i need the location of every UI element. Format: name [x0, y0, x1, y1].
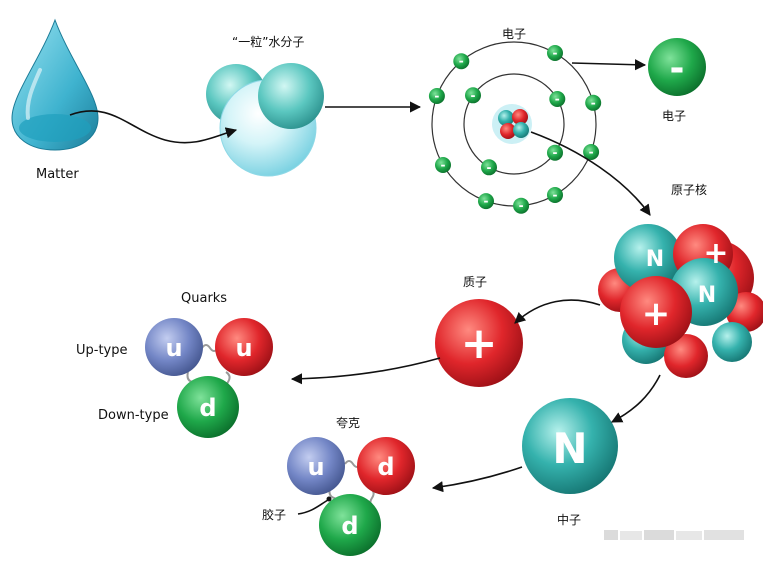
orbit-electron: -	[435, 157, 451, 173]
down-type-label: Down-type	[98, 408, 169, 423]
neutron: N	[522, 398, 618, 494]
inner-orbit	[463, 73, 565, 175]
nucleus-proton-2: +	[642, 294, 671, 334]
neutron-up-quark: u	[307, 453, 324, 481]
orbit-electron: -	[478, 193, 494, 210]
orbit-electron: -	[513, 197, 530, 214]
orbit-electron-sign: -	[591, 96, 596, 110]
proton-label: 质子	[463, 275, 487, 289]
proton-up-quark-2: u	[235, 334, 252, 362]
electron-top-label: 电子	[502, 27, 526, 41]
water-molecule-label: “一粒”水分子	[232, 34, 304, 49]
electron-large-sign: -	[670, 48, 685, 89]
arrow-neutron-to-quarks	[431, 466, 523, 493]
arrow-atom-to-electron	[571, 59, 647, 71]
water-drop	[11, 18, 99, 151]
neutron-quarks: u d d	[287, 437, 415, 556]
arrow-nucleus-to-neutron	[611, 374, 661, 423]
orbit-electron-sign: -	[553, 146, 558, 160]
orbit-electron-sign: -	[459, 54, 464, 68]
quarks-label: Quarks	[181, 291, 227, 306]
atom-nucleus	[492, 104, 532, 144]
orbit-electron: -	[583, 144, 600, 160]
orbit-electron: -	[547, 187, 563, 203]
orbit-electron: -	[549, 91, 566, 107]
nucleus-neutron-1: N	[646, 247, 664, 272]
orbit-electron-sign: -	[519, 199, 524, 213]
neutron-down-quark-2: d	[341, 512, 358, 540]
proton-up-quark-1: u	[165, 334, 182, 362]
neutron-down-quark-1: d	[377, 453, 394, 481]
orbit-electron-sign: -	[487, 160, 492, 174]
orbit-electron-sign: -	[441, 158, 446, 172]
proton-down-quark: d	[199, 394, 216, 422]
atom: - - - - - - - - - - - - -	[428, 41, 602, 214]
orbit-electron-sign: -	[434, 89, 439, 103]
nucleus-proton-1: +	[703, 236, 728, 271]
nucleus-label: 原子核	[671, 183, 707, 197]
arrow-nucleus-to-proton	[514, 299, 601, 324]
orbit-electron-sign: -	[553, 188, 558, 202]
gluon-pointer	[297, 499, 329, 515]
arrow-atom-to-nucleus	[530, 131, 651, 216]
orbit-electron: -	[547, 144, 563, 161]
proton-sign: +	[461, 318, 498, 369]
orbit-electron-sign: -	[471, 88, 476, 102]
proton: +	[435, 299, 523, 387]
orbit-electron: -	[453, 53, 470, 70]
neutron-sign: N	[552, 424, 587, 473]
orbit-electron-sign: -	[553, 46, 558, 60]
orbit-electron: -	[428, 88, 445, 104]
orbit-electron: -	[465, 87, 481, 104]
orbit-electron-sign: -	[484, 194, 489, 208]
orbit-electron: -	[481, 159, 497, 176]
up-type-label: Up-type	[76, 343, 128, 358]
quark-cn-label: 夸克	[336, 416, 360, 430]
proton-quarks: u u d	[145, 318, 273, 438]
water-molecule	[206, 63, 324, 177]
electron-right-label: 电子	[662, 109, 686, 123]
arrow-matter-to-molecule	[69, 110, 238, 144]
orbit-electron: -	[547, 45, 563, 61]
nucleus-neutron-2: N	[698, 283, 716, 308]
arrow-proton-to-quarks	[290, 357, 441, 385]
matter-label: Matter	[36, 167, 79, 182]
orbit-electron-sign: -	[589, 145, 594, 159]
neutron-label: 中子	[557, 512, 581, 527]
orbit-electron-sign: -	[555, 92, 560, 106]
gluon-pointer-dot	[326, 496, 332, 502]
watermark-blur	[604, 530, 744, 540]
gluon-label: 胶子	[262, 507, 286, 522]
nucleus-cluster: N + N +	[598, 224, 763, 378]
orbit-electron: -	[585, 94, 602, 111]
electron-large: -	[648, 38, 706, 96]
